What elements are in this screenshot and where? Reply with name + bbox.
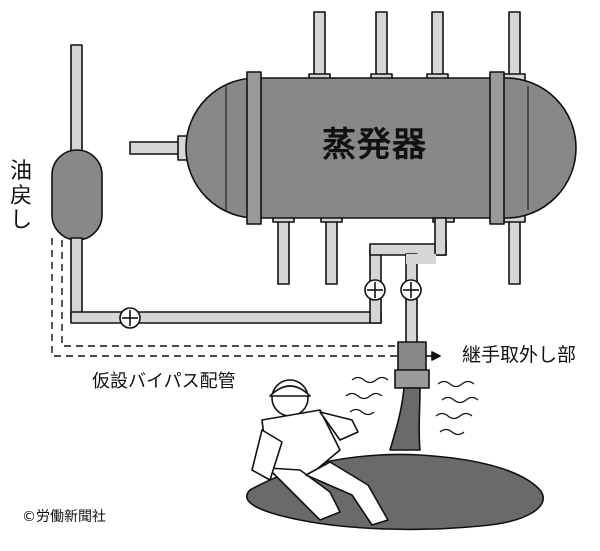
joint-removal-label: 継手取外し部 <box>462 344 577 366</box>
evaporator-vessel <box>185 71 577 225</box>
oil-return-label: 油戻し <box>10 159 33 234</box>
evaporator-label: 蒸発器 <box>322 125 427 165</box>
temporary-bypass-pipe <box>51 238 398 357</box>
oil-return-top-pipe <box>70 44 83 156</box>
oil-return-tank <box>51 149 103 241</box>
worker-figure <box>251 379 389 526</box>
evaporator-inlet-pipe <box>129 135 189 161</box>
copyright-text: ©労働新聞社 <box>22 509 106 525</box>
valve-icon <box>119 307 141 329</box>
temporary-bypass-label: 仮設バイパス配管 <box>92 371 236 392</box>
valve-icon <box>364 279 386 301</box>
vapor-lines <box>345 376 479 436</box>
valve-icon <box>400 279 422 301</box>
joint-removal-section <box>394 341 441 389</box>
